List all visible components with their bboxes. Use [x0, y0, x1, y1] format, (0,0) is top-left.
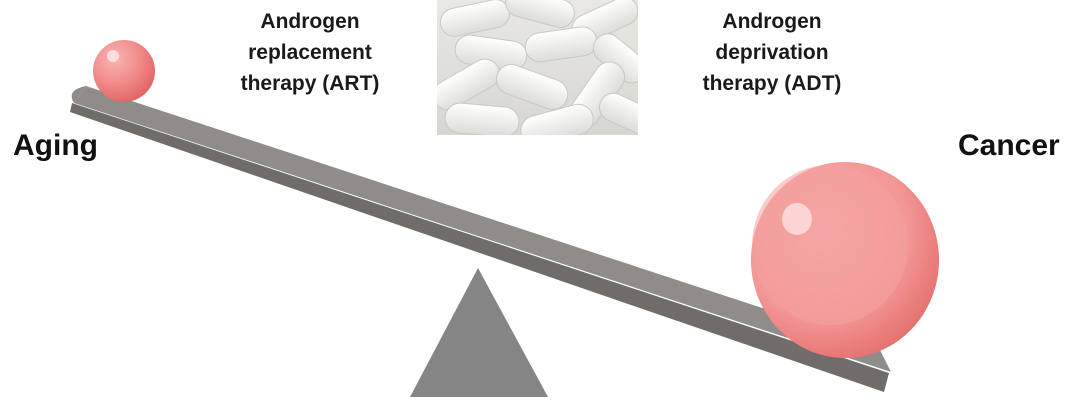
small-ball	[93, 40, 155, 102]
fulcrum	[410, 268, 548, 397]
pills-photo	[428, 0, 661, 149]
art-label: Androgen replacement therapy (ART)	[195, 6, 425, 99]
adt-label-line-1: Androgen	[662, 6, 882, 37]
adt-label-line-3: therapy (ADT)	[662, 68, 882, 99]
adt-label: Androgen deprivation therapy (ADT)	[662, 6, 882, 99]
art-label-line-2: replacement	[195, 37, 425, 68]
cancer-label: Cancer	[958, 129, 1060, 163]
aging-label: Aging	[13, 129, 98, 163]
big-ball	[751, 162, 939, 358]
art-label-line-3: therapy (ART)	[195, 68, 425, 99]
art-label-line-1: Androgen	[195, 6, 425, 37]
adt-label-line-2: deprivation	[662, 37, 882, 68]
pill	[444, 102, 520, 138]
